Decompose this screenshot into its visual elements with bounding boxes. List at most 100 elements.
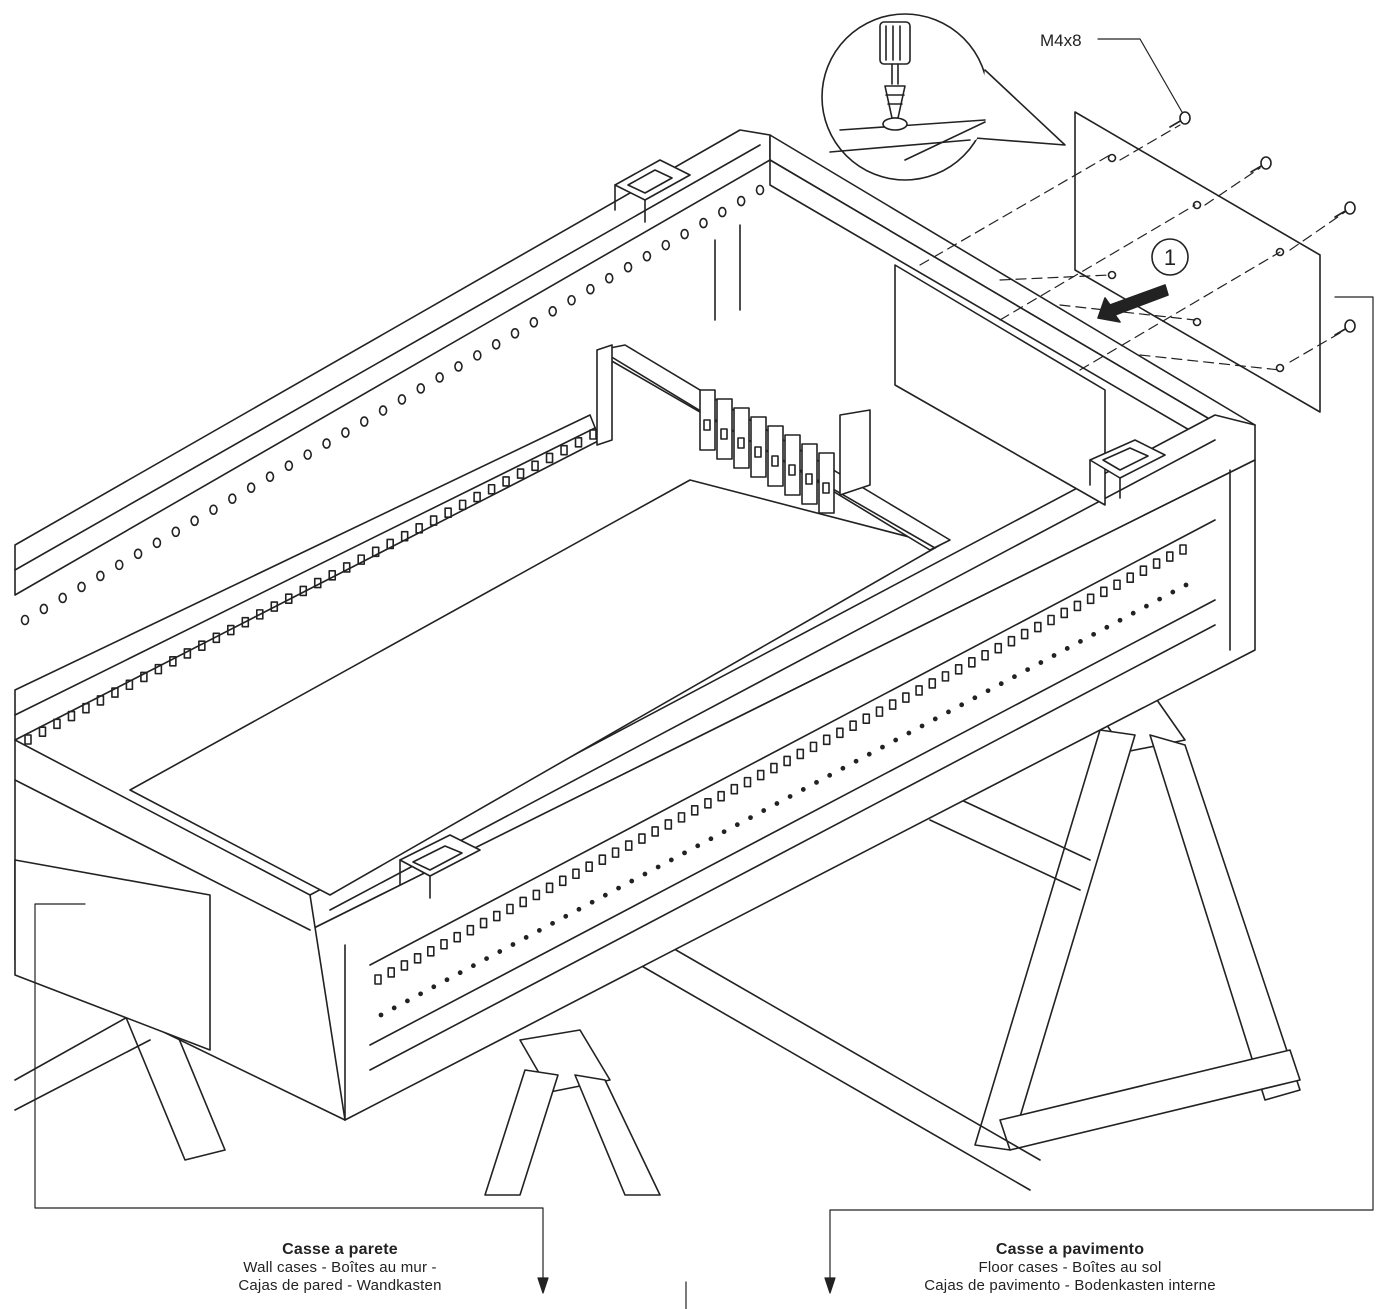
rail-hole bbox=[284, 460, 294, 471]
rail-hole bbox=[680, 228, 689, 240]
rail-hole bbox=[397, 394, 407, 405]
front-rail-dot bbox=[972, 695, 978, 701]
front-rail-dot bbox=[391, 1005, 397, 1011]
rail-hole bbox=[265, 471, 275, 482]
back-mounting-plate bbox=[894, 264, 1106, 506]
rail-hole bbox=[435, 372, 444, 383]
front-rail-slot bbox=[1020, 628, 1029, 640]
plate-hole bbox=[1192, 317, 1202, 327]
front-rail-dot bbox=[536, 928, 542, 933]
floor-cases-line2: Cajas de pavimento - Bodenkasten interne bbox=[924, 1277, 1216, 1294]
rail-hole bbox=[114, 559, 124, 571]
breaker-toggle bbox=[788, 464, 796, 476]
plate-hole bbox=[1275, 247, 1285, 257]
front-rail-slot bbox=[730, 783, 739, 795]
front-rail-slot bbox=[954, 664, 963, 675]
front-rail-dot bbox=[866, 751, 872, 757]
front-rail-dot bbox=[880, 744, 885, 750]
front-rail-slot bbox=[1113, 579, 1121, 591]
front-rail-slot bbox=[690, 805, 699, 816]
left-rail-slot bbox=[574, 437, 583, 448]
enclosure-case bbox=[14, 129, 1256, 1121]
front-rail-slot bbox=[968, 656, 976, 668]
left-rail-slot bbox=[255, 609, 264, 620]
front-rail-dot bbox=[1117, 617, 1123, 623]
left-rail-slot bbox=[38, 726, 47, 737]
front-rail-slot bbox=[453, 931, 461, 943]
rail-hole bbox=[529, 317, 539, 328]
leader-lines bbox=[34, 38, 1374, 1309]
front-rail-dot bbox=[642, 871, 648, 877]
front-rail-slot bbox=[981, 649, 989, 661]
front-rail-slot bbox=[915, 685, 923, 696]
front-rail-dot bbox=[827, 772, 833, 778]
left-rail-slot bbox=[212, 632, 221, 644]
front-rail-dot bbox=[470, 963, 476, 969]
screw-head bbox=[1344, 201, 1356, 215]
left-rail-slot bbox=[516, 468, 525, 479]
front-rail-dot bbox=[1157, 596, 1163, 602]
front-rail-slot bbox=[770, 762, 778, 774]
front-rail-slot bbox=[440, 938, 448, 950]
left-rail-slot bbox=[125, 679, 134, 691]
front-rail-dot bbox=[682, 850, 687, 856]
front-rail-dot bbox=[589, 899, 595, 905]
left-rail-slot bbox=[284, 593, 293, 605]
front-rail-dot bbox=[404, 998, 410, 1004]
front-rail-slot bbox=[849, 720, 857, 732]
front-rail-dot bbox=[1091, 631, 1097, 637]
rail-hole bbox=[567, 294, 576, 306]
removal-arrow bbox=[1097, 238, 1189, 323]
sawhorse-right bbox=[929, 689, 1301, 1151]
front-rail-slot bbox=[466, 924, 475, 936]
front-rail-slot bbox=[756, 769, 765, 781]
left-rail-slot bbox=[313, 577, 322, 589]
left-rail-slot bbox=[400, 530, 409, 542]
front-rail-dot bbox=[655, 864, 661, 870]
front-rail-slot bbox=[1179, 544, 1187, 555]
front-rail-dot bbox=[1025, 667, 1031, 672]
rail-hole bbox=[359, 416, 369, 427]
front-rail-dot bbox=[1078, 638, 1083, 644]
front-rail-slot bbox=[1007, 635, 1016, 647]
front-rail-slot bbox=[796, 748, 805, 760]
front-rail-slot bbox=[743, 776, 752, 788]
front-rail-dot bbox=[748, 815, 753, 821]
front-rail-dot bbox=[457, 970, 463, 976]
rail-hole bbox=[152, 537, 162, 549]
front-rail-dot bbox=[616, 885, 621, 891]
front-rail-slot bbox=[1139, 565, 1148, 576]
front-rail-slot bbox=[374, 974, 382, 985]
front-rail-dot bbox=[510, 942, 516, 947]
front-rail-slot bbox=[1166, 551, 1174, 562]
front-rail-slot bbox=[875, 706, 884, 717]
left-rail-slot bbox=[502, 476, 510, 487]
left-rail-slot bbox=[24, 734, 32, 745]
plate-hole bbox=[1275, 363, 1285, 373]
rail-hole bbox=[378, 405, 388, 416]
breaker-end-block bbox=[839, 409, 871, 496]
rail-hole bbox=[77, 581, 86, 593]
front-rail-dot bbox=[998, 681, 1004, 687]
front-rail-dot bbox=[932, 716, 938, 722]
front-rail-dot bbox=[1130, 610, 1136, 616]
step-number-label: 1 bbox=[1164, 245, 1176, 270]
front-rail-slots bbox=[374, 544, 1189, 1018]
front-rail-dot bbox=[1012, 674, 1017, 680]
front-rail-slot bbox=[862, 713, 871, 724]
plate-hole bbox=[1192, 200, 1202, 210]
front-rail-dot bbox=[497, 949, 503, 954]
front-rail-dot bbox=[840, 765, 846, 771]
left-rail-slot bbox=[473, 491, 481, 503]
floor-cases-title: Casse a pavimento bbox=[995, 1241, 1145, 1258]
breaker-toggle bbox=[737, 437, 745, 449]
rail-hole bbox=[736, 195, 746, 207]
front-rail-dot bbox=[576, 906, 582, 912]
breaker-toggle bbox=[805, 473, 813, 485]
front-rail-dot bbox=[906, 730, 912, 736]
front-rail-dot bbox=[1104, 624, 1110, 630]
left-rail-slot bbox=[458, 499, 467, 511]
front-rail-dot bbox=[761, 808, 767, 813]
screw-head bbox=[1344, 319, 1356, 333]
breaker-toggle bbox=[771, 455, 779, 467]
